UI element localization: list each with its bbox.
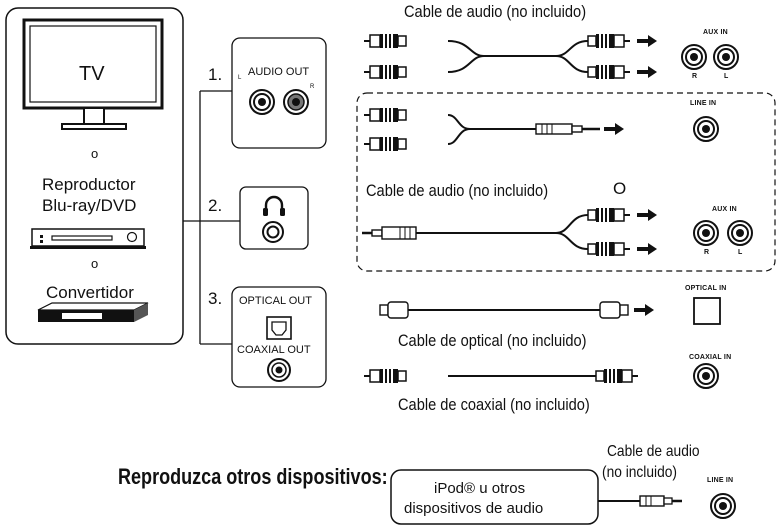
coaxial-in-label: COAXIAL IN xyxy=(689,354,732,361)
or-label-2: o xyxy=(91,256,99,271)
audio-out-r-jack xyxy=(283,89,309,115)
audio-out-l-jack xyxy=(249,89,275,115)
converter-box-icon xyxy=(37,302,149,322)
audio-out-l-label: L xyxy=(238,75,242,81)
bottom-cable-label-line2: (no incluido) xyxy=(602,464,677,481)
optical-in-label: OPTICAL IN xyxy=(685,285,727,292)
minijack-to-rca-cable xyxy=(362,207,659,257)
device-label-line1: iPod® u otros xyxy=(434,480,526,497)
optical-out-port xyxy=(266,316,292,340)
other-devices-heading: Reproduzca otros dispositivos: xyxy=(118,464,388,489)
optical-in-port xyxy=(693,297,721,325)
aux-r-label-top: R xyxy=(692,73,698,80)
output-number-3: 3. xyxy=(208,289,223,308)
optical-out-label: OPTICAL OUT xyxy=(239,295,312,307)
audio-out-label: AUDIO OUT xyxy=(248,66,310,78)
audio-cable-label-mid: Cable de audio (no incluido) xyxy=(366,181,549,200)
audio-cable-label-top: Cable de audio (no incluido) xyxy=(404,2,587,21)
line-in-label-bottom: LINE IN xyxy=(707,477,734,484)
coaxial-out-label: COAXIAL OUT xyxy=(237,344,311,356)
source-connection-lines xyxy=(183,90,240,345)
player-label-line1: Reproductor xyxy=(42,175,136,194)
output-number-2: 2. xyxy=(208,196,223,215)
rca-to-minijack-cable xyxy=(363,107,626,152)
line-in-label: LINE IN xyxy=(690,100,717,107)
coaxial-in-jack xyxy=(693,363,719,389)
aux-r-label-mid: R xyxy=(704,249,710,256)
optical-cable xyxy=(379,301,656,319)
optical-cable-label: Cable de optical (no incluido) xyxy=(398,331,587,350)
device-label-line2: dispositivos de audio xyxy=(404,500,544,517)
other-device-box xyxy=(390,469,599,525)
audio-out-r-label: R xyxy=(310,84,315,90)
aux-in-jacks-top xyxy=(681,44,739,70)
tv-label: TV xyxy=(79,63,105,85)
bluray-player-icon xyxy=(30,228,146,249)
line-in-group xyxy=(356,92,776,272)
aux-l-label-top: L xyxy=(724,73,729,80)
rca-cable-top xyxy=(363,33,659,80)
aux-in-label-top: AUX IN xyxy=(703,29,728,36)
headphone-out-panel xyxy=(239,186,309,250)
or-label-mid: O xyxy=(613,179,627,198)
coaxial-out-jack xyxy=(267,358,291,382)
aux-l-label-mid: L xyxy=(738,249,743,256)
line-in-jack-bottom xyxy=(710,493,736,519)
or-label-1: o xyxy=(91,146,99,161)
headphone-icon xyxy=(263,195,285,216)
player-label-line2: Blu-ray/DVD xyxy=(42,196,137,215)
aux-in-label-mid: AUX IN xyxy=(712,206,737,213)
audio-out-panel xyxy=(231,37,327,149)
coaxial-cable xyxy=(363,368,639,384)
bottom-cable-label-line1: Cable de audio xyxy=(607,443,700,460)
line-in-jack xyxy=(693,116,719,142)
headphone-jack xyxy=(262,221,284,243)
output-number-1: 1. xyxy=(208,65,223,84)
minijack-cable-bottom xyxy=(598,495,682,507)
coaxial-cable-label: Cable de coaxial (no incluido) xyxy=(398,395,590,414)
aux-in-jacks-mid xyxy=(693,220,753,246)
converter-label: Convertidor xyxy=(46,283,134,302)
